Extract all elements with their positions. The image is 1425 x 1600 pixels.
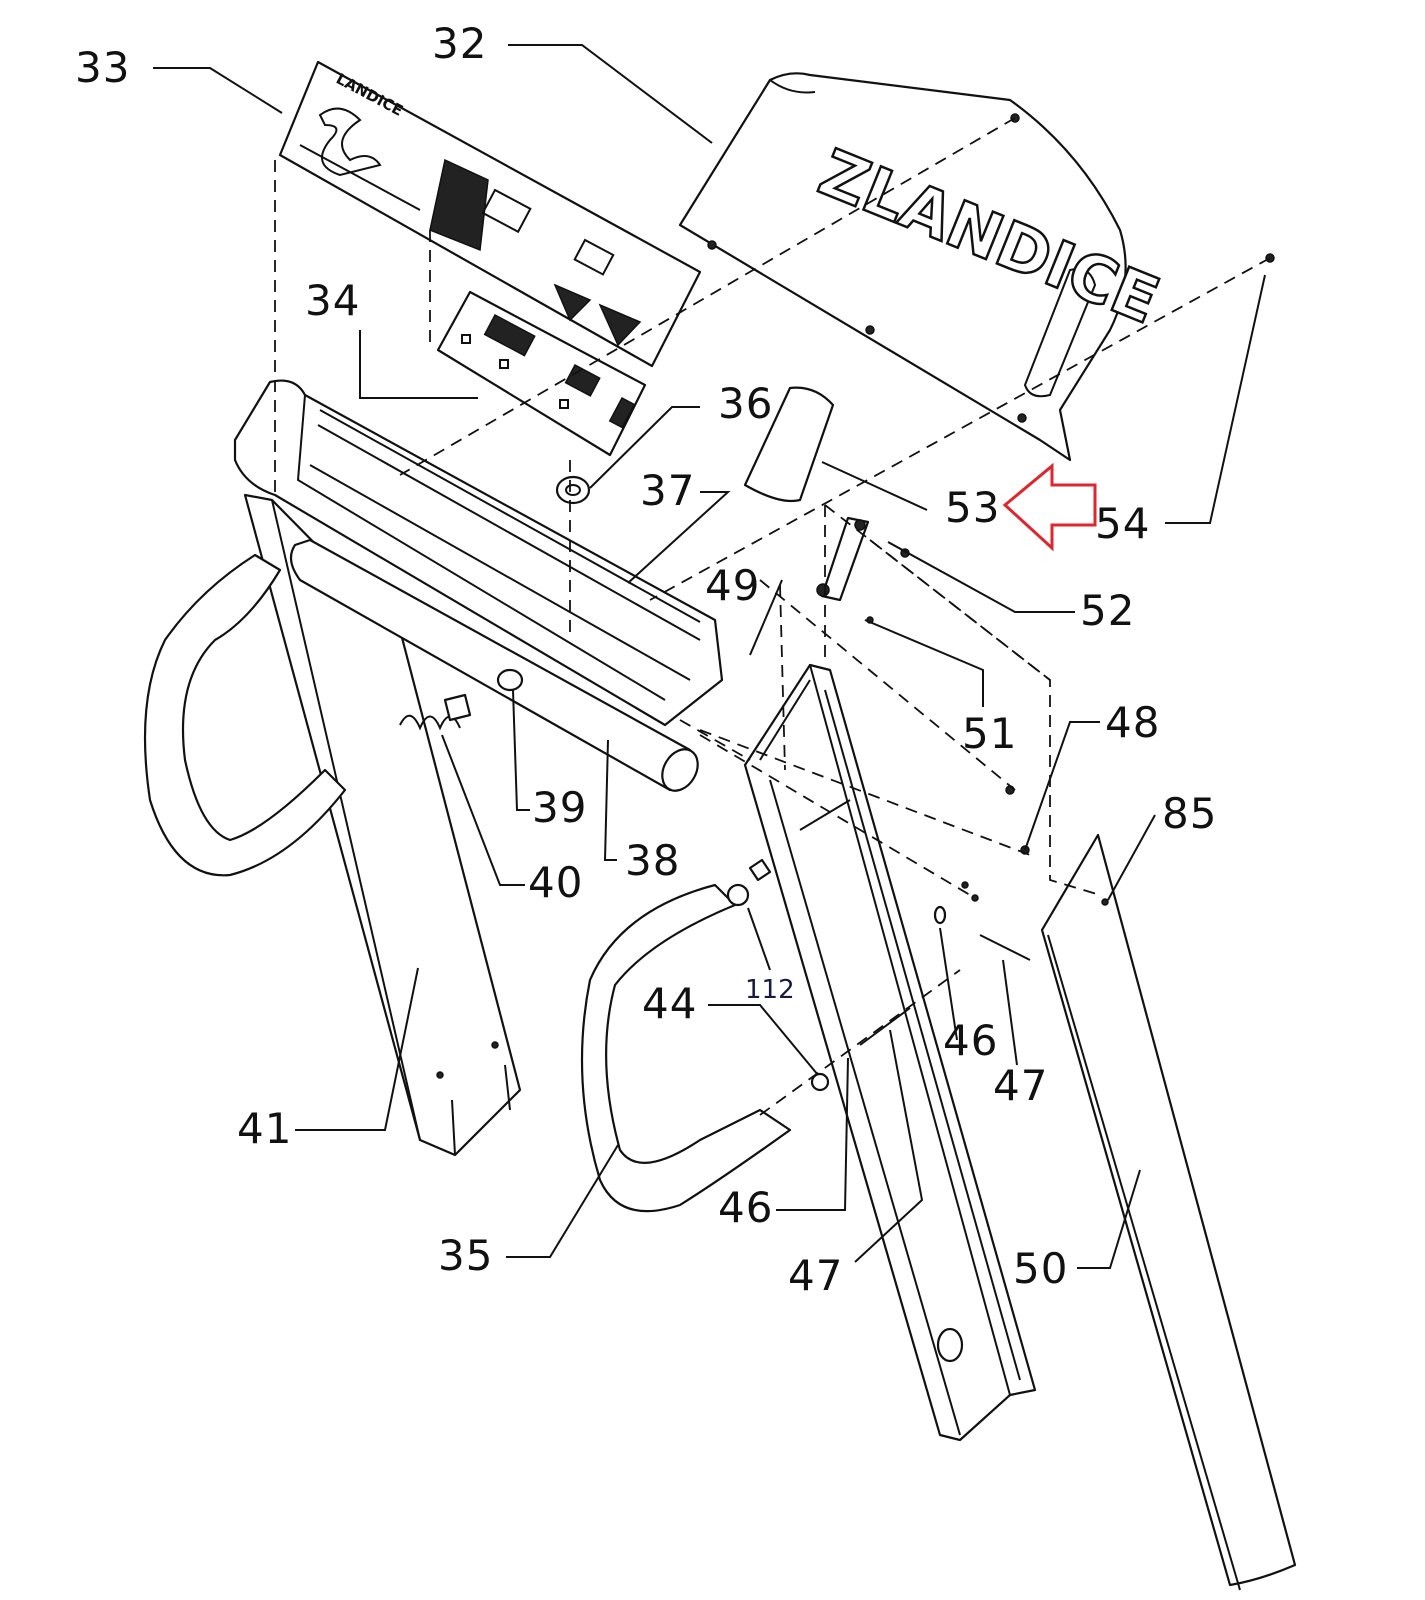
left-handrail-part (143, 553, 347, 877)
right-cover-part (1040, 833, 1297, 1591)
callout-47-upper: 47 (993, 1061, 1048, 1110)
console-overlay-part: LANDICE (278, 60, 702, 368)
callout-32: 32 (432, 19, 487, 68)
circuit-board-part (436, 290, 647, 457)
highlight-arrow (1002, 462, 1097, 552)
callout-35: 35 (438, 1231, 493, 1280)
callout-37: 37 (640, 466, 695, 515)
left-arrow-icon (1002, 462, 1097, 552)
callout-85: 85 (1162, 789, 1217, 838)
right-handrail-part (580, 883, 792, 1213)
callout-44: 44 (642, 979, 697, 1028)
callout-34: 34 (305, 276, 360, 325)
callout-50: 50 (1013, 1244, 1068, 1293)
fasteners (726, 113, 1275, 1092)
callout-48: 48 (1105, 698, 1160, 747)
center-upright-part (743, 663, 1037, 1442)
callout-112: 112 (745, 975, 795, 1005)
callout-52: 52 (1080, 586, 1135, 635)
bracket-part (816, 516, 910, 624)
callout-46-upper: 46 (943, 1016, 998, 1065)
callout-47-lower: 47 (788, 1251, 843, 1300)
console-tray-part (233, 379, 724, 727)
spring-part (399, 693, 472, 731)
leader-lines (153, 44, 1266, 1269)
brand-plate-part: ZLANDICE (678, 72, 1170, 462)
callout-38: 38 (625, 836, 680, 885)
left-upright-part (243, 493, 522, 1157)
callout-40: 40 (528, 858, 583, 907)
callout-51: 51 (962, 709, 1017, 758)
pad-part (743, 386, 835, 503)
callout-46-lower: 46 (718, 1183, 773, 1232)
callout-labels: 33 32 34 36 37 53 54 49 52 51 48 39 38 4… (75, 19, 1217, 1300)
roller-tube-part (289, 538, 699, 792)
callout-41: 41 (237, 1104, 292, 1153)
callout-36: 36 (718, 379, 773, 428)
bushing-part (496, 668, 524, 692)
callout-49: 49 (705, 561, 760, 610)
callout-53: 53 (945, 483, 1000, 532)
callout-54: 54 (1095, 499, 1150, 548)
ring-part (555, 475, 591, 505)
callout-39: 39 (532, 783, 587, 832)
callout-33: 33 (75, 43, 130, 92)
